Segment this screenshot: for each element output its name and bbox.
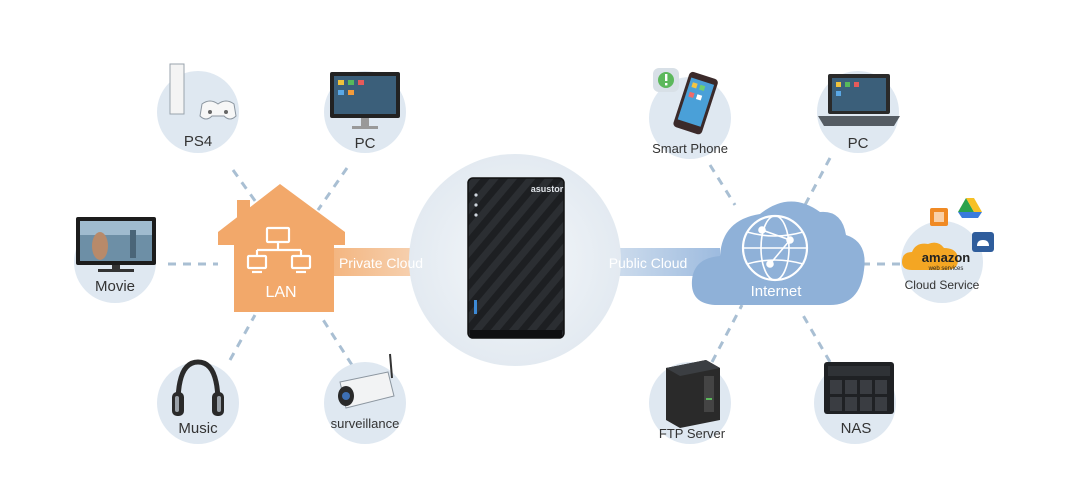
- device-label: Music: [178, 420, 218, 437]
- internet-connectors: [708, 157, 905, 363]
- device-smartphone: Smart Phone: [649, 68, 731, 159]
- device-ftp-server: FTP Server: [649, 360, 731, 444]
- device-pc-internet: PC: [817, 71, 900, 153]
- amazon-logo-subtext: web services: [928, 266, 964, 272]
- nas-device-icon: asustor: [467, 177, 565, 339]
- globe-icon: [741, 214, 809, 282]
- nas-icon: [824, 362, 894, 414]
- device-label: Movie: [95, 278, 135, 295]
- internet-label: Internet: [751, 283, 803, 300]
- game-console-icon: [169, 63, 237, 120]
- cloud-service-icon: amazon web services: [902, 198, 994, 272]
- device-label: surveillance: [331, 416, 400, 431]
- laptop-icon: [818, 74, 900, 126]
- public-cloud-label: Public Cloud: [609, 255, 688, 271]
- device-movie: Movie: [74, 217, 156, 303]
- device-label: PS4: [184, 133, 212, 150]
- device-brand: asustor: [531, 184, 564, 194]
- device-label: PC: [848, 135, 869, 152]
- device-nas: NAS: [814, 362, 896, 444]
- tv-icon: [76, 217, 156, 272]
- ip-camera-icon: [338, 353, 395, 409]
- device-label: NAS: [841, 420, 872, 437]
- private-cloud-label: Private Cloud: [339, 255, 423, 271]
- server-tower-icon: [666, 360, 720, 428]
- device-music: Music: [157, 359, 239, 444]
- lan-connectors: [168, 167, 354, 366]
- device-cloud-service: amazon web services Cloud Service: [901, 198, 994, 303]
- headphones-icon: [172, 359, 224, 416]
- device-label: Smart Phone: [652, 141, 728, 156]
- device-label: FTP Server: [659, 426, 726, 441]
- monitor-icon: [330, 72, 400, 129]
- network-topology-icon: [246, 226, 312, 274]
- device-label: PC: [355, 135, 376, 152]
- alert-badge-icon: [653, 68, 679, 92]
- device-pc-lan: PC: [324, 71, 406, 153]
- amazon-logo-text: amazon: [922, 250, 970, 265]
- lan-label: LAN: [265, 284, 296, 301]
- device-ps4: PS4: [157, 63, 239, 153]
- device-surveillance: surveillance: [324, 353, 406, 444]
- lan-house: LAN: [218, 184, 345, 312]
- internet-cloud: Internet: [691, 201, 865, 305]
- device-label: Cloud Service: [905, 278, 980, 292]
- smartphone-icon: [653, 68, 718, 135]
